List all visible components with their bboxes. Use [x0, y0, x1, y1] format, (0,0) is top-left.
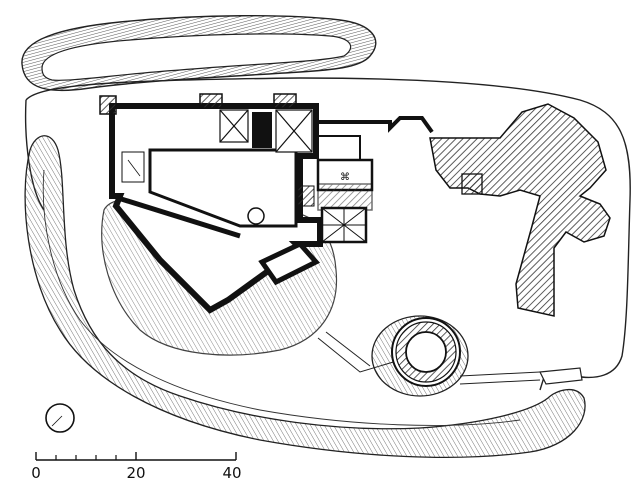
round-tower [371, 315, 469, 397]
scale-label-0: 0 [31, 464, 41, 482]
gatehouse: ⌘ [316, 116, 434, 244]
western-bank [24, 135, 586, 459]
svg-text:⌘: ⌘ [340, 172, 350, 183]
scale-bar: 0 20 40 [31, 452, 242, 482]
main-keep [99, 93, 323, 314]
north-arrow-icon [45, 403, 75, 433]
scale-label-40: 40 [222, 464, 241, 482]
scale-label-20: 20 [126, 464, 145, 482]
eastern-building [429, 103, 611, 317]
north-rampart [21, 15, 377, 92]
